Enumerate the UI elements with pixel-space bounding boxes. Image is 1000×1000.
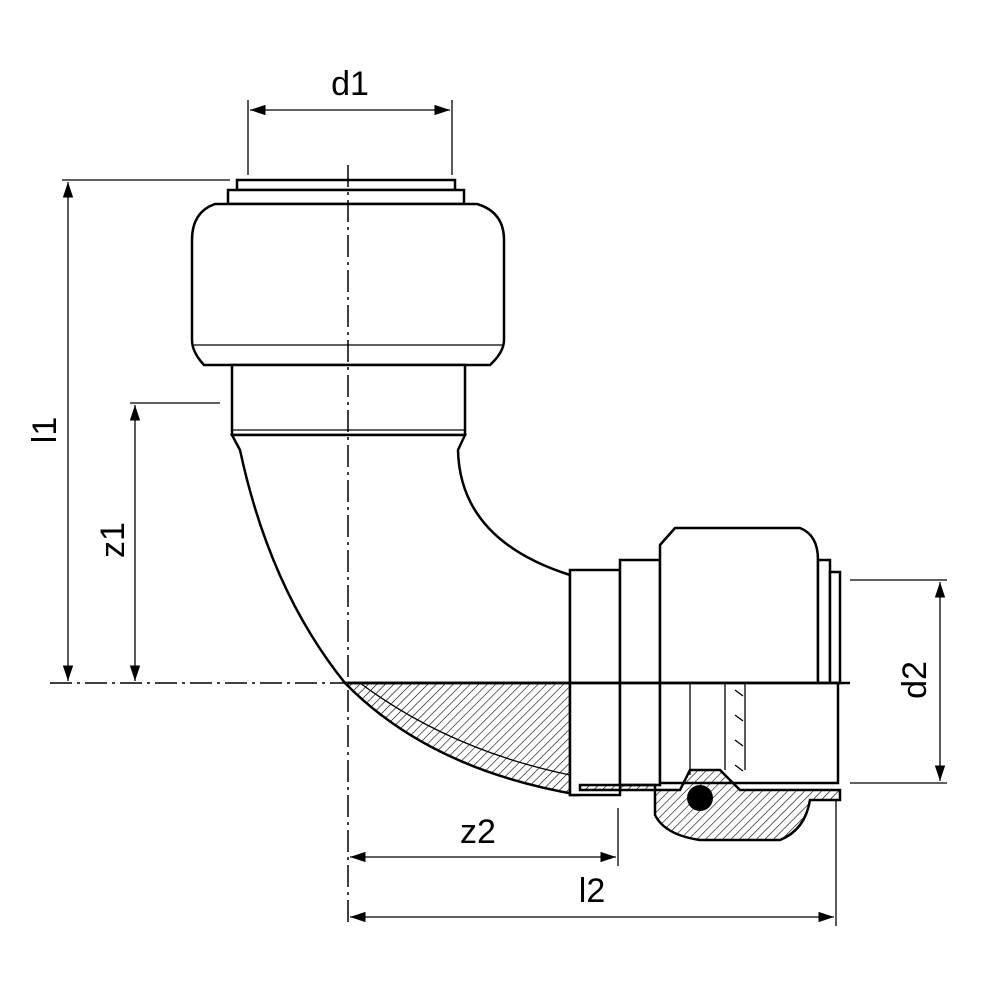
dimension-l2: l2 <box>350 800 837 926</box>
o-ring <box>687 785 713 811</box>
label-d2: d2 <box>896 661 934 699</box>
dimension-d1: d1 <box>247 65 453 175</box>
label-l1: l1 <box>26 417 64 443</box>
right-fitting <box>568 526 842 842</box>
label-l2: l2 <box>579 872 605 910</box>
label-d1: d1 <box>331 65 369 103</box>
elbow-body <box>229 433 581 797</box>
label-z1: z1 <box>94 522 132 558</box>
dimension-z1: z1 <box>94 402 220 681</box>
label-z2: z2 <box>460 813 496 851</box>
dimension-z2: z2 <box>350 808 619 866</box>
dimension-d2: d2 <box>850 579 947 784</box>
dimension-l1: l1 <box>26 179 230 681</box>
